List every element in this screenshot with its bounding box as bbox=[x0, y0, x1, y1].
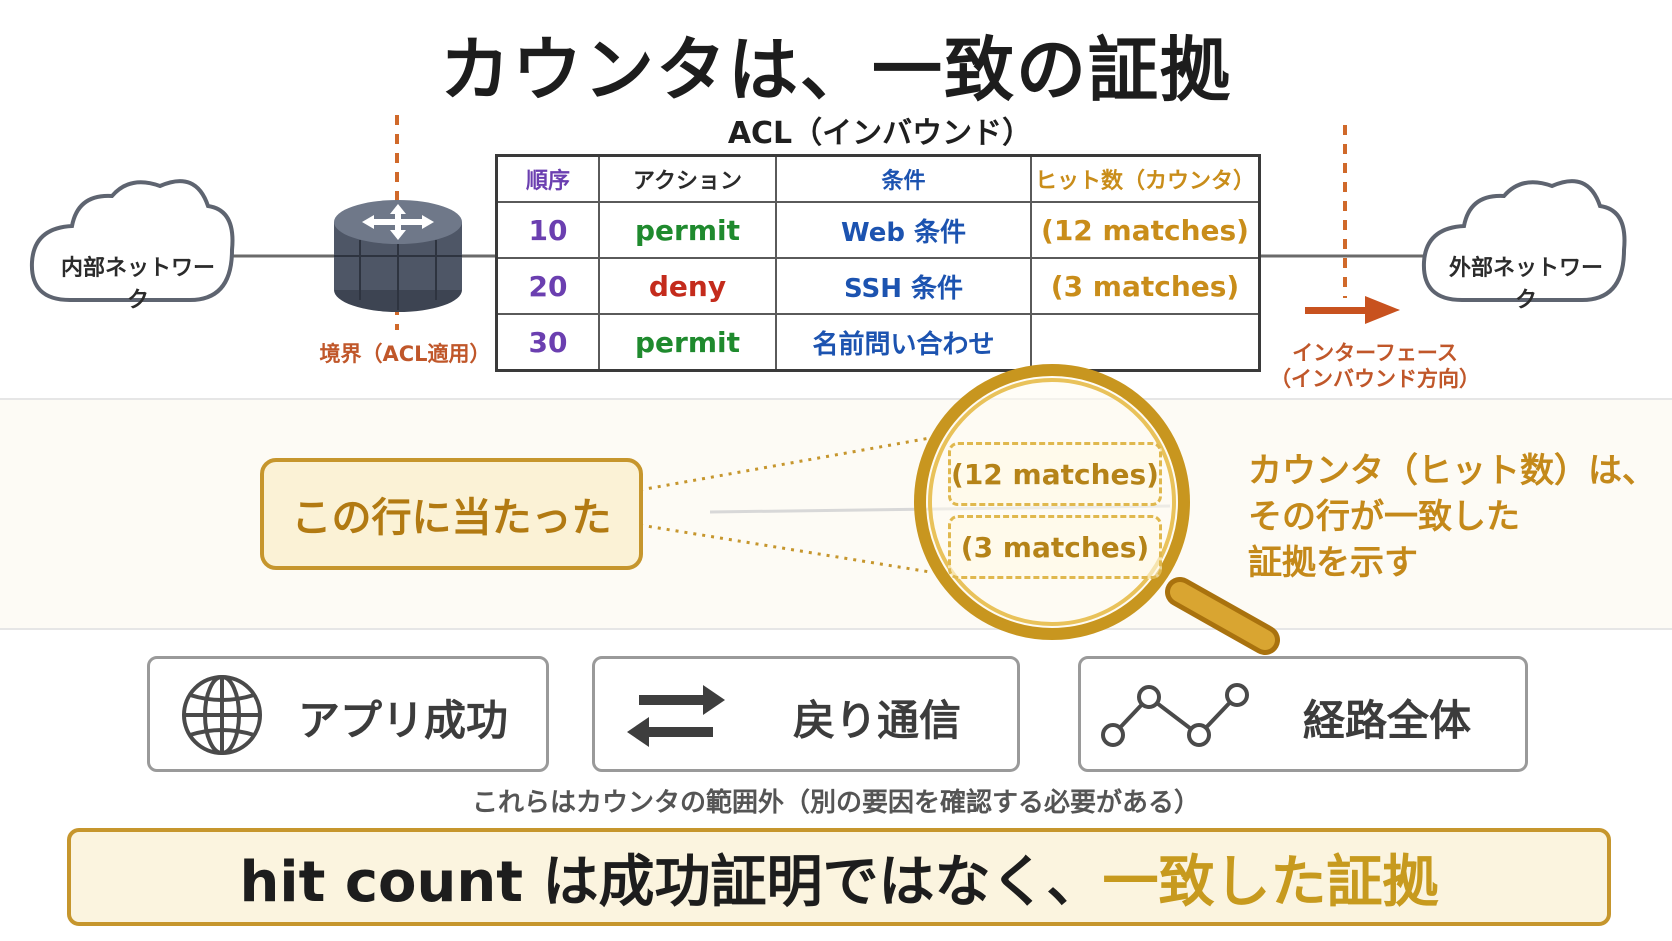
acl-header-row: 順序 アクション 条件 ヒット数（カウンタ） bbox=[495, 154, 1261, 203]
row-hits: (3 matches) bbox=[1030, 257, 1261, 315]
row-order: 30 bbox=[495, 313, 600, 372]
card-label: 経路全体 bbox=[1303, 696, 1472, 745]
banner-accent-text: 一致した証拠 bbox=[1102, 849, 1439, 915]
lens-hit-count-12: (12 matches) bbox=[948, 442, 1162, 506]
table-row: 10 permit Web 条件 (12 matches) bbox=[495, 201, 1261, 259]
table-row: 30 permit 名前問い合わせ bbox=[495, 313, 1261, 372]
internal-cloud-icon bbox=[29, 179, 235, 302]
interface-direction-label: （インバウンド方向） bbox=[1270, 367, 1480, 391]
card-app-success: アプリ成功 bbox=[147, 656, 549, 772]
row-condition: SSH 条件 bbox=[775, 257, 1032, 315]
acl-title: ACL（インバウンド） bbox=[727, 116, 1033, 151]
banner-main-text: hit count は成功証明ではなく、 bbox=[239, 849, 1103, 915]
lens-hit-count-3: (3 matches) bbox=[948, 515, 1162, 579]
globe-icon bbox=[182, 675, 262, 755]
header-hits: ヒット数（カウンタ） bbox=[1030, 154, 1261, 203]
header-order: 順序 bbox=[495, 154, 600, 203]
external-cloud-icon bbox=[1421, 179, 1627, 302]
acl-table: 順序 アクション 条件 ヒット数（カウンタ） 10 permit Web 条件 … bbox=[495, 154, 1261, 372]
callout-line: その行が一致した bbox=[1248, 497, 1520, 537]
out-of-scope-note: これらはカウンタの範囲外（別の要因を確認する必要がある） bbox=[471, 788, 1200, 818]
callout-line: カウンタ（ヒット数）は、 bbox=[1248, 451, 1656, 491]
interface-label: インターフェース bbox=[1292, 341, 1458, 365]
page-title: カウンタは、一致の証拠 bbox=[440, 29, 1232, 111]
card-entire-route: 経路全体 bbox=[1078, 656, 1528, 772]
route-path-icon bbox=[1101, 683, 1249, 747]
card-return-traffic: 戻り通信 bbox=[592, 656, 1020, 772]
row-condition: 名前問い合わせ bbox=[775, 313, 1032, 372]
swap-arrows-icon bbox=[627, 685, 725, 747]
inbound-arrow-icon bbox=[1305, 296, 1400, 324]
header-condition: 条件 bbox=[775, 154, 1032, 203]
router-icon bbox=[334, 200, 462, 312]
card-label: アプリ成功 bbox=[298, 696, 509, 745]
internal-network-label: 内部ネットワーク bbox=[60, 256, 215, 313]
card-label: 戻り通信 bbox=[793, 696, 962, 745]
row-order: 10 bbox=[495, 201, 600, 259]
counter-callout: カウンタ（ヒット数）は、 その行が一致した 証拠を示す bbox=[1248, 448, 1668, 586]
boundary-label: 境界（ACL適用） bbox=[319, 342, 491, 366]
pointer-dotted-line bbox=[639, 523, 931, 574]
row-hits: (12 matches) bbox=[1030, 201, 1261, 259]
table-row: 20 deny SSH 条件 (3 matches) bbox=[495, 257, 1261, 315]
row-hits bbox=[1030, 313, 1261, 372]
row-action: permit bbox=[598, 201, 777, 259]
row-action: permit bbox=[598, 313, 777, 372]
hit-row-label: この行に当たった bbox=[260, 458, 643, 570]
header-action: アクション bbox=[598, 154, 777, 203]
external-network-label: 外部ネットワーク bbox=[1448, 256, 1603, 313]
network-diagram bbox=[29, 115, 1627, 330]
callout-line: 証拠を示す bbox=[1248, 543, 1418, 583]
row-order: 20 bbox=[495, 257, 600, 315]
row-condition: Web 条件 bbox=[775, 201, 1032, 259]
summary-banner: hit count は成功証明ではなく、 一致した証拠 bbox=[67, 828, 1611, 926]
row-action: deny bbox=[598, 257, 777, 315]
pointer-dotted-line bbox=[639, 436, 931, 492]
